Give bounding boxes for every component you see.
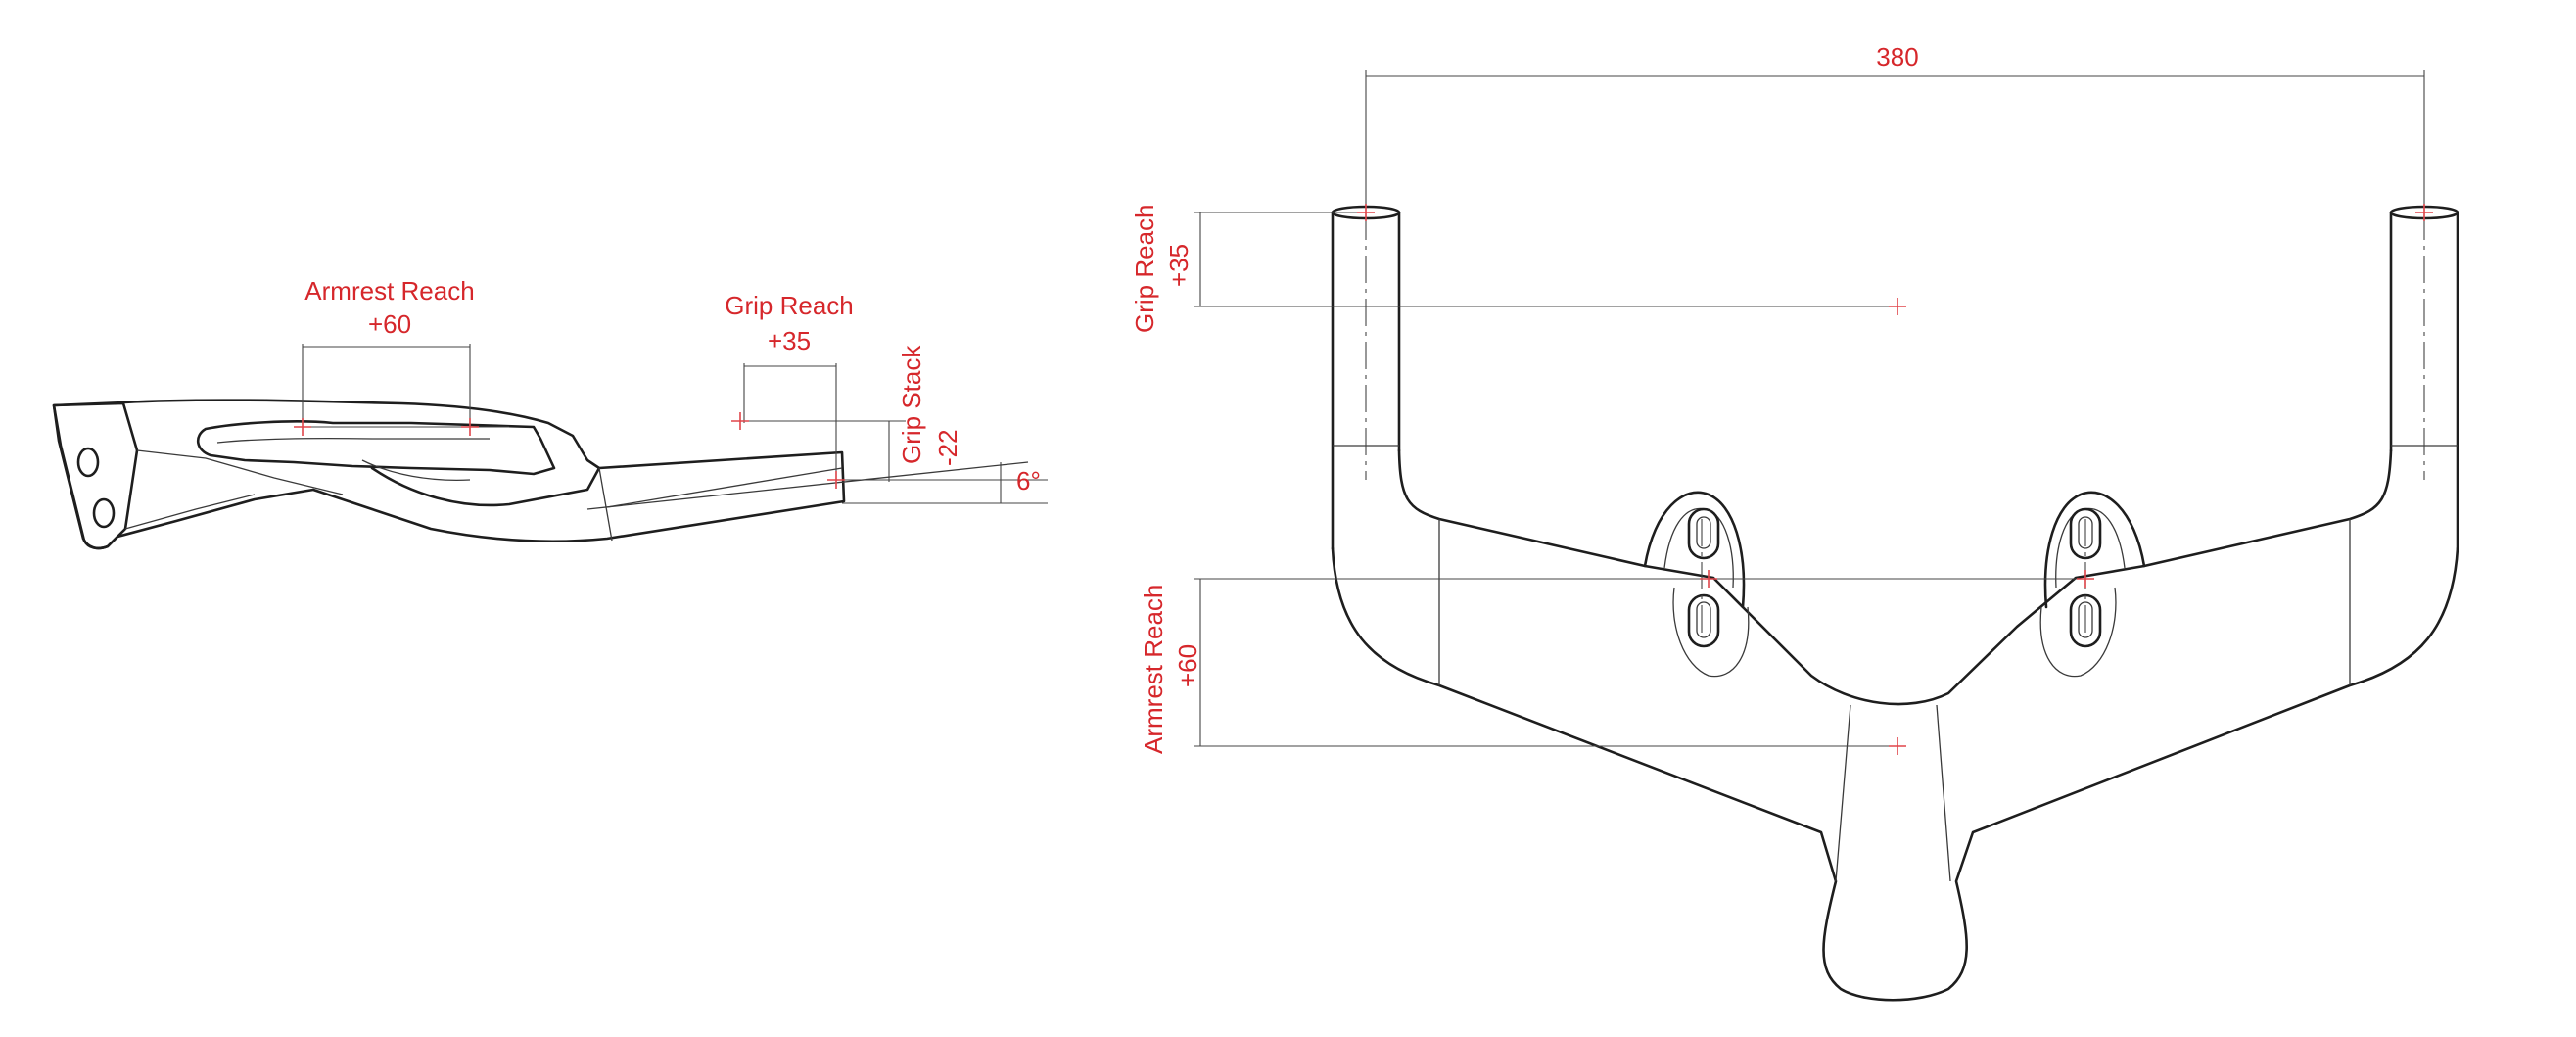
side-armrest-reach-label: Armrest Reach — [304, 276, 474, 306]
side-grip-stack-label: Grip Stack — [897, 345, 926, 464]
front-width-value: 380 — [1876, 42, 1918, 71]
side-armrest-reach-value: +60 — [368, 309, 411, 339]
armrest-reach-reference-marker — [1888, 736, 1907, 756]
grip-reach-start-marker — [730, 411, 750, 431]
side-view-drawing — [52, 344, 1048, 550]
left-armrest-marker — [1699, 569, 1718, 589]
front-grip-reach-label: Grip Reach — [1130, 205, 1159, 334]
side-angle-value: 6° — [1016, 466, 1041, 495]
front-view-drawing — [1194, 70, 2459, 1002]
grip-reach-reference-marker — [1888, 297, 1907, 316]
side-grip-reach-label: Grip Reach — [725, 291, 854, 320]
front-armrest-reach-label: Armrest Reach — [1139, 585, 1168, 754]
right-armrest-marker — [2076, 569, 2095, 589]
side-grip-stack-value: -22 — [933, 429, 962, 466]
front-armrest-reach-value: +60 — [1173, 644, 1202, 687]
front-grip-reach-value: +35 — [1164, 244, 1194, 287]
armrest-reach-end-marker — [460, 417, 480, 437]
side-grip-reach-value: +35 — [768, 326, 811, 355]
